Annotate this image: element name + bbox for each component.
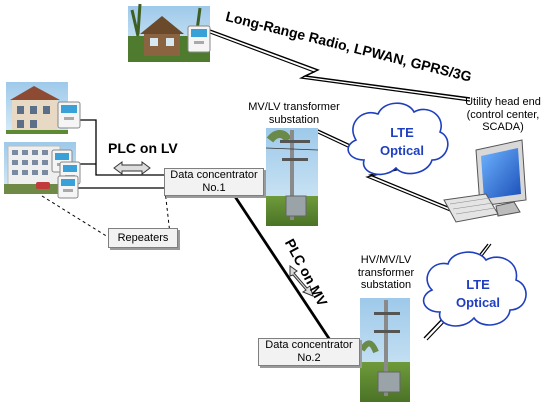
lte-lower-line: LTE [466, 277, 490, 292]
concentrator-2-line: Data concentrator [265, 339, 353, 351]
head-end-label: Utility head end (control center, SCADA) [456, 96, 550, 134]
transformer-pole-icon [265, 128, 319, 226]
hv-substation-line: transformer [357, 266, 415, 279]
data-concentrator-2[interactable]: Data concentrator No.2 [258, 338, 360, 366]
hv-substation-line: substation [360, 279, 412, 292]
mv-substation-line: MV/LV transformer [248, 101, 340, 113]
cloud-icon [347, 102, 449, 176]
mv-substation-line: substation [268, 113, 320, 126]
double-arrow-icon [289, 265, 314, 297]
concentrator-1-line: Data concentrator [170, 169, 258, 181]
lte-upper-line: LTE [390, 125, 414, 140]
head-end-line: SCADA) [482, 121, 524, 134]
transformer-pole-icon [359, 298, 410, 402]
mv-substation-label: MV/LV transformer substation [232, 101, 356, 126]
lte-optical-upper: LTE Optical [364, 124, 440, 159]
concentrator-2-line: No.2 [297, 352, 321, 365]
smart-meter-icon [57, 175, 79, 199]
double-arrow-icon [113, 161, 151, 175]
concentrator-1-line: No.1 [202, 182, 226, 195]
lte-upper-line: Optical [379, 142, 425, 158]
repeaters-box[interactable]: Repeaters [108, 228, 178, 248]
head-end-line: (control center, [466, 108, 540, 121]
repeaters-label: Repeaters [117, 232, 169, 244]
lte-optical-lower: LTE Optical [440, 276, 516, 311]
keyboard-icon [443, 193, 499, 223]
computer-monitor-icon [475, 139, 527, 217]
hv-substation-line: HV/MV/LV [360, 254, 412, 266]
lte-lower-line: Optical [455, 294, 501, 310]
smart-meter-icon [57, 101, 81, 129]
apartment-icon [4, 142, 76, 194]
plc-lv-label: PLC on LV [108, 140, 178, 156]
cloud-icon [422, 251, 527, 327]
hv-substation-label: HV/MV/LV transformer substation [340, 254, 432, 292]
head-end-line: Utility head end [465, 96, 541, 108]
smart-meter-icon [187, 25, 211, 53]
data-concentrator-1[interactable]: Data concentrator No.1 [164, 168, 264, 196]
